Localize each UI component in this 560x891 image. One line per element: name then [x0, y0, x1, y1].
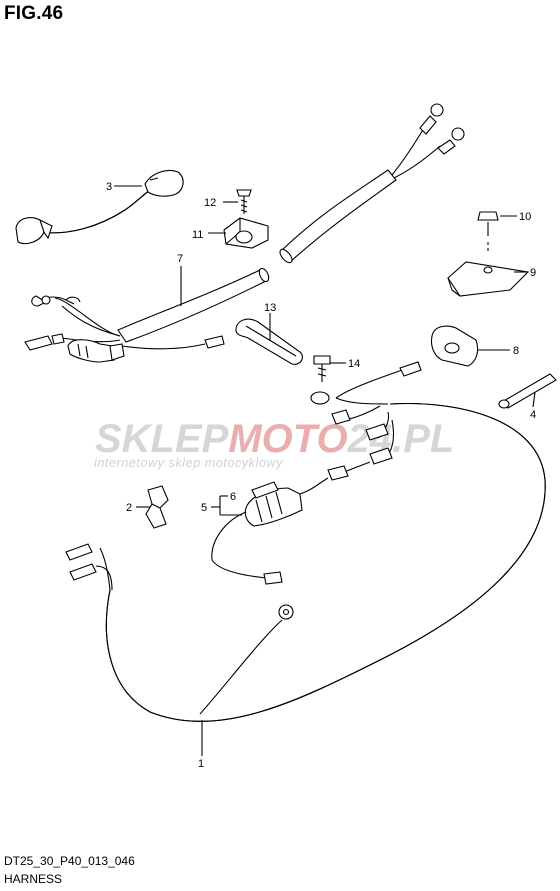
callout-3: 3	[106, 181, 112, 193]
part-3-battery-cable	[15, 169, 184, 245]
part-14-screw	[313, 355, 331, 382]
part-9-plate	[447, 261, 530, 297]
watermark-brand-4: .PL	[392, 417, 454, 461]
watermark: SKLEPMOTO24.PL internetowy sklep motocyk…	[94, 417, 454, 470]
callout-4: 4	[530, 409, 536, 421]
figure-title: FIG.46	[4, 3, 64, 24]
part-12-screw	[236, 189, 252, 214]
part-7-upper-sleeve	[279, 103, 465, 264]
callout-1: 1	[198, 758, 204, 770]
part-8-grommet	[430, 325, 479, 367]
part-11-clamp	[223, 217, 269, 249]
callout-7: 7	[177, 253, 183, 265]
watermark-brand-2: MOTO	[228, 417, 347, 461]
part-7-harness	[24, 267, 270, 363]
callout-leaders	[114, 185, 536, 756]
callout-6: 6	[230, 491, 236, 503]
callout-13: 13	[264, 302, 276, 314]
callout-12: 12	[204, 197, 216, 209]
callout-labels: 3 12 11 7 10 9 13 14 8 4 2 5 6 1	[106, 181, 536, 770]
callout-5: 5	[201, 502, 207, 514]
diagram-name: HARNESS	[4, 872, 63, 886]
callout-2: 2	[126, 502, 132, 514]
watermark-tagline: internetowy sklep motocyklowy	[94, 456, 283, 470]
callout-8: 8	[513, 345, 519, 357]
part-10-bolt	[477, 211, 499, 252]
svg-text:SKLEPMOTO24.PL: SKLEPMOTO24.PL	[95, 417, 454, 461]
watermark-brand-1: SKLEP	[95, 417, 229, 461]
diagram-code: DT25_30_P40_013_046	[4, 854, 135, 868]
part-13-strap	[235, 318, 303, 365]
callout-11: 11	[192, 229, 203, 241]
part-1-main-harness	[65, 361, 546, 722]
callout-14: 14	[348, 358, 360, 370]
part-4-terminal	[498, 373, 557, 409]
callout-9: 9	[530, 267, 536, 279]
callout-10: 10	[519, 211, 531, 223]
